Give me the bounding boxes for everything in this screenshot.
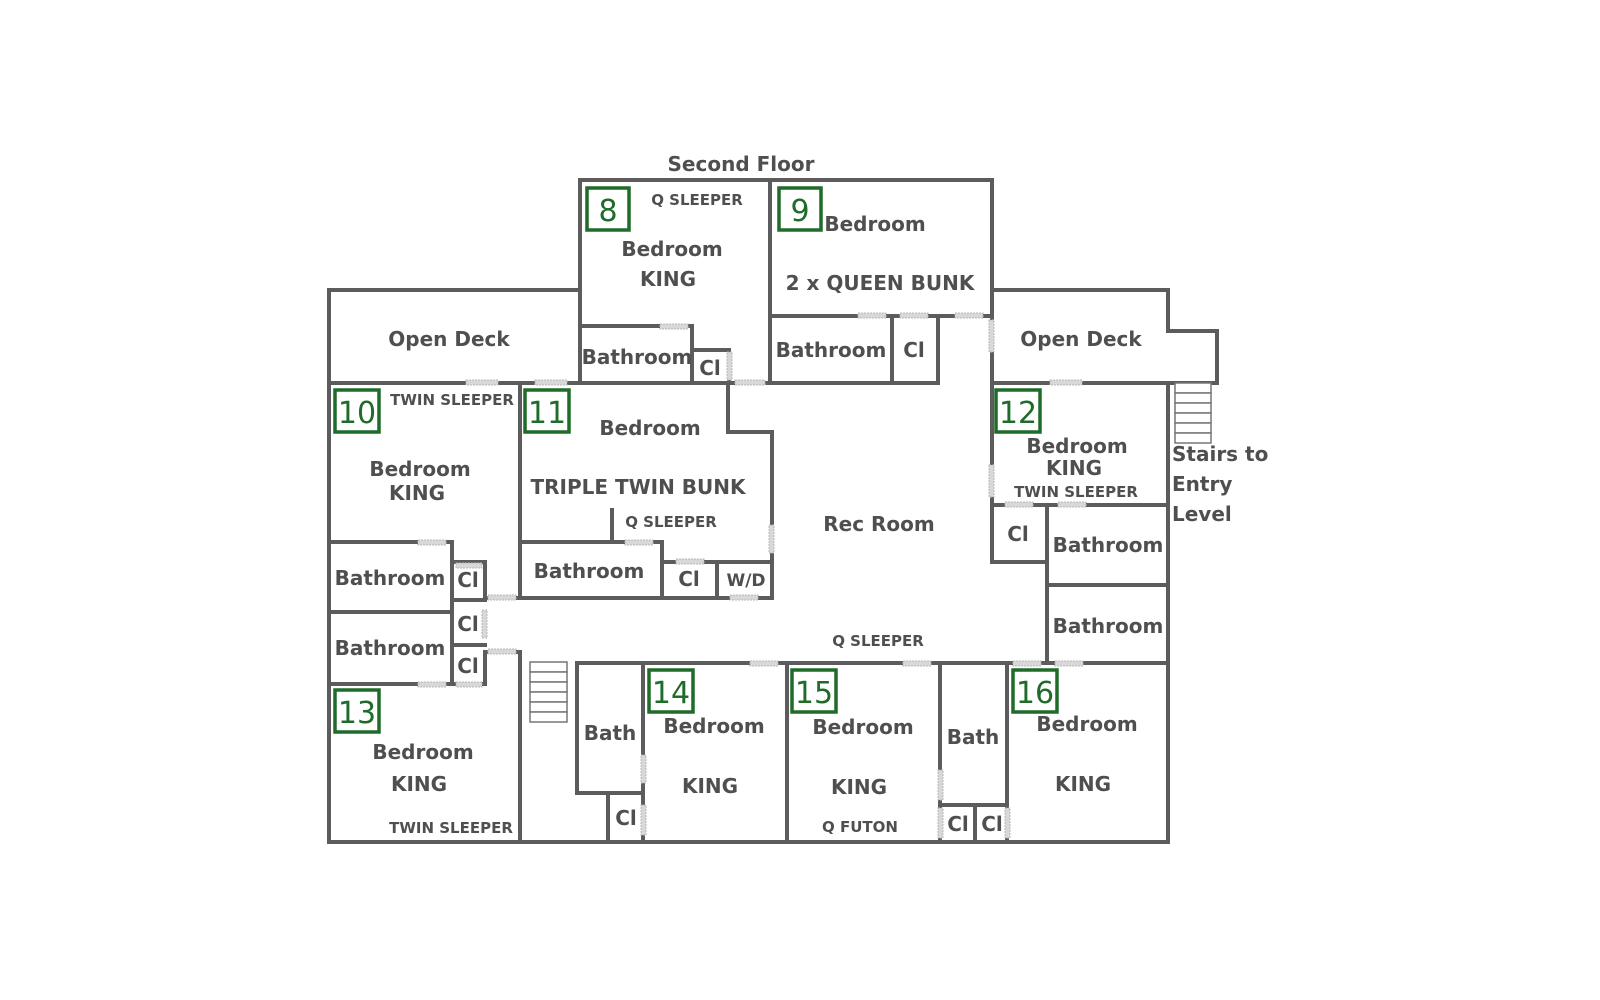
bathroom-right-2: Bathroom: [1053, 614, 1164, 638]
room-8-closet: Cl: [699, 356, 721, 380]
room-15-extra: Q FUTON: [822, 818, 898, 836]
room-15-bed: KING: [831, 775, 887, 799]
stairs-label-2: Entry: [1172, 472, 1232, 496]
room-number-badges: 8 9 10 11 12 13 14 15 16: [333, 186, 1059, 734]
room-9-name: Bedroom: [824, 212, 925, 236]
closet-14: Cl: [615, 806, 637, 830]
room-13-number: 13: [338, 696, 376, 731]
closet-c: Cl: [457, 654, 479, 678]
room-16-name: Bedroom: [1036, 712, 1137, 736]
bath-14: Bath: [584, 721, 637, 745]
stairs-label-1: Stairs to: [1172, 442, 1268, 466]
stairs-left-icon: [529, 661, 568, 723]
room-14-bed: KING: [682, 774, 738, 798]
washer-dryer: W/D: [726, 571, 765, 591]
rec-room: Rec Room: [823, 512, 935, 536]
room-11-extra: Q SLEEPER: [625, 513, 717, 531]
room-8-extra: Q SLEEPER: [651, 191, 743, 209]
room-13-bed: KING: [391, 772, 447, 796]
bathroom-10: Bathroom: [335, 566, 446, 590]
room-14-number: 14: [652, 676, 690, 711]
bathroom-13: Bathroom: [335, 636, 446, 660]
room-8-bathroom: Bathroom: [582, 345, 693, 369]
doors: [417, 312, 1087, 839]
room-12-extra: TWIN SLEEPER: [1014, 483, 1138, 501]
closet-a: Cl: [457, 568, 479, 592]
room-12-number: 12: [999, 396, 1037, 431]
closet-b: Cl: [457, 612, 479, 636]
bath-16: Bath: [947, 725, 1000, 749]
room-14-name: Bedroom: [663, 714, 764, 738]
room-9-bed: 2 x QUEEN BUNK: [786, 271, 976, 295]
room-12-closet: Cl: [1007, 522, 1029, 546]
room-11-bathroom: Bathroom: [534, 559, 645, 583]
room-9-number: 9: [790, 194, 809, 229]
open-deck-right: Open Deck: [1020, 327, 1142, 351]
room-10-bed: KING: [389, 481, 445, 505]
open-deck-left: Open Deck: [388, 327, 510, 351]
room-8-bed: KING: [640, 267, 696, 291]
room-11-bed: TRIPLE TWIN BUNK: [530, 475, 747, 499]
closet-16a: Cl: [947, 812, 969, 836]
room-16-bed: KING: [1055, 772, 1111, 796]
bathroom-right-1: Bathroom: [1053, 533, 1164, 557]
stairs-right-icon: [1174, 382, 1212, 444]
room-11-name: Bedroom: [599, 416, 700, 440]
room-13-name: Bedroom: [372, 740, 473, 764]
room-12-name: Bedroom: [1026, 434, 1127, 458]
room-9-closet: Cl: [903, 338, 925, 362]
room-11-closet: Cl: [678, 567, 700, 591]
room-9-bathroom: Bathroom: [776, 338, 887, 362]
room-12-bed: KING: [1046, 456, 1102, 480]
room-16-number: 16: [1016, 676, 1054, 711]
room-8-number: 8: [598, 194, 617, 229]
floor-title: Second Floor: [668, 152, 815, 176]
room-10-extra: TWIN SLEEPER: [390, 391, 514, 409]
room-10-number: 10: [338, 396, 376, 431]
room-8-name: Bedroom: [621, 237, 722, 261]
room-11-number: 11: [528, 396, 566, 431]
room-13-extra: TWIN SLEEPER: [389, 819, 513, 837]
stairs-label-3: Level: [1172, 502, 1232, 526]
room-10-name: Bedroom: [369, 457, 470, 481]
room-15-number: 15: [795, 676, 833, 711]
room-15-name: Bedroom: [812, 715, 913, 739]
closet-16b: Cl: [981, 812, 1003, 836]
rec-room-extra: Q SLEEPER: [832, 632, 924, 650]
